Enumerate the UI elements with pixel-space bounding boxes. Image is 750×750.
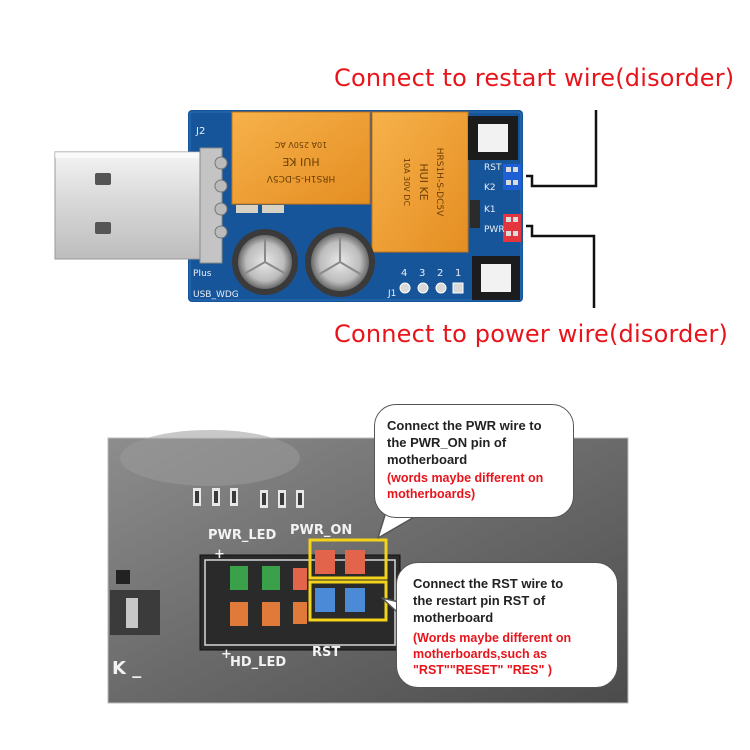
restart-wire-pointer [526, 110, 598, 188]
silk-k2: K2 [484, 183, 496, 193]
hd-led-pins [230, 602, 280, 626]
silk-j2: J2 [195, 126, 205, 137]
silk-plus: PIus [193, 269, 212, 279]
relay-left-text-2: HUI KE [282, 155, 319, 168]
restart-wire-label: Connect to restart wire(disorder) [334, 64, 735, 92]
usb-plug [54, 147, 228, 264]
relay-right: HRS1H-S-DC5V HUI KE 10A 30V DC [371, 111, 469, 253]
silk-usb-wdg: USB_WDG [193, 290, 239, 300]
rst-callout-note-2: motherboards,such as [413, 647, 548, 661]
pin-number-1: 1 [455, 268, 461, 279]
power-wire-label: Connect to power wire(disorder) [334, 320, 729, 348]
relay-left-text-3: 10A 250V AC [274, 140, 327, 149]
mb-silk-pwr-on: PWR_ON [290, 523, 352, 538]
relay-right-text-3: 10A 30V DC [402, 158, 411, 207]
rst-pins [315, 588, 365, 612]
rst-callout-note-1: (Words maybe different on [413, 631, 572, 645]
pin-number-3: 3 [419, 268, 425, 279]
capacitor-right [305, 227, 375, 297]
pwr-callout-note-2: motherboards) [387, 487, 476, 501]
pwr-header-pins [503, 214, 521, 242]
extra-pins [293, 568, 307, 624]
pwr-callout-line-3: motherboard [387, 452, 468, 467]
power-wire-pointer [526, 224, 596, 308]
rst-callout-bubble: Connect the RST wire to the restart pin … [396, 562, 618, 688]
rst-callout-note-3: "RST""RESET" "RES" ) [413, 663, 553, 677]
pwr-on-pins [315, 550, 365, 574]
j1-pads [399, 282, 464, 294]
pwr-callout-bubble: Connect the PWR wire to the PWR_ON pin o… [374, 404, 574, 518]
mb-silk-plus-bottom: + [221, 647, 232, 662]
reset-push-button [468, 116, 518, 160]
capacitor-left [232, 229, 298, 295]
silk-rst: RST [484, 163, 502, 173]
rst-callout-line-2: the restart pin RST of [413, 593, 546, 608]
power-push-button [472, 256, 520, 300]
pin-number-2: 2 [437, 268, 443, 279]
mb-silk-k: K _ [112, 658, 141, 679]
rst-header-pins [503, 164, 521, 190]
pwr-callout-line-2: the PWR_ON pin of [387, 435, 507, 450]
mb-silk-plus-top: + [214, 547, 225, 562]
silk-j1: J1 [387, 289, 396, 299]
pin-number-4: 4 [401, 268, 407, 279]
relay-left-text-1: HRS1H-S-DC5V [266, 173, 335, 183]
pwr-led-pins [230, 566, 280, 590]
mb-silk-pwr-led: PWR_LED [208, 528, 277, 543]
relay-right-text-2: HUI KE [417, 163, 430, 200]
rst-callout-line-1: Connect the RST wire to [413, 576, 564, 591]
usb-watchdog-photo: HRS1H-S-DC5V HUI KE 10A 250V AC HRS1H-S-… [54, 110, 598, 308]
pwr-callout-line-1: Connect the PWR wire to [387, 418, 542, 433]
pwr-callout-note-1: (words maybe different on [387, 471, 544, 485]
silk-k1: K1 [484, 205, 496, 215]
relay-right-text-1: HRS1H-S-DC5V [434, 148, 444, 217]
rst-callout-line-3: motherboard [413, 610, 494, 625]
mb-silk-rst: RST [312, 645, 340, 660]
relay-left: HRS1H-S-DC5V HUI KE 10A 250V AC [231, 111, 371, 205]
pwr-on-highlight [308, 538, 388, 580]
silk-pwr: PWR [484, 225, 505, 235]
mb-silk-hd-led: HD_LED [230, 655, 286, 670]
